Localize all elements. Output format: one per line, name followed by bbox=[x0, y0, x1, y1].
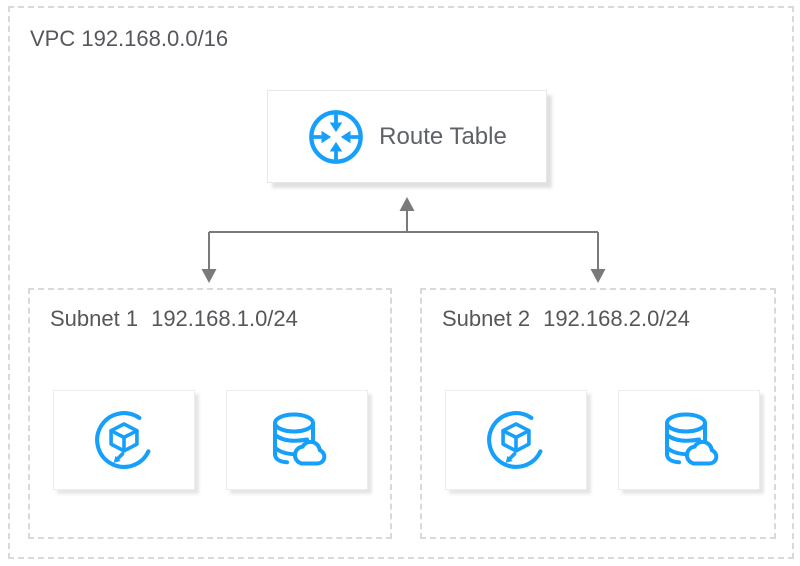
subnet-1-container: Subnet 1 192.168.1.0/24 bbox=[28, 288, 392, 539]
cvm-icon bbox=[487, 411, 543, 469]
route-table-icon bbox=[309, 109, 363, 164]
subnet-2-label: Subnet 2 192.168.2.0/24 bbox=[442, 306, 690, 332]
subnet-2-cidr: 192.168.2.0/24 bbox=[543, 306, 690, 331]
vpc-container: VPC 192.168.0.0/16 bbox=[8, 6, 794, 559]
database-cloud-icon bbox=[273, 412, 327, 466]
resource-card-cvm bbox=[53, 390, 195, 490]
subnet-1-name: Subnet 1 bbox=[50, 306, 139, 331]
vpc-label: VPC 192.168.0.0/16 bbox=[30, 26, 229, 51]
subnet-1-label: Subnet 1 192.168.1.0/24 bbox=[50, 306, 298, 332]
resource-card-cvm bbox=[445, 390, 587, 490]
resource-card-database bbox=[226, 390, 368, 490]
route-table-node: Route Table bbox=[267, 90, 547, 183]
database-cloud-icon bbox=[665, 412, 719, 466]
subnet-1-cidr: 192.168.1.0/24 bbox=[151, 306, 298, 331]
subnet-2-container: Subnet 2 192.168.2.0/24 bbox=[420, 288, 776, 539]
resource-card-database bbox=[618, 390, 760, 490]
route-table-label: Route Table bbox=[379, 122, 507, 150]
subnet-2-name: Subnet 2 bbox=[442, 306, 531, 331]
cvm-icon bbox=[95, 411, 151, 469]
